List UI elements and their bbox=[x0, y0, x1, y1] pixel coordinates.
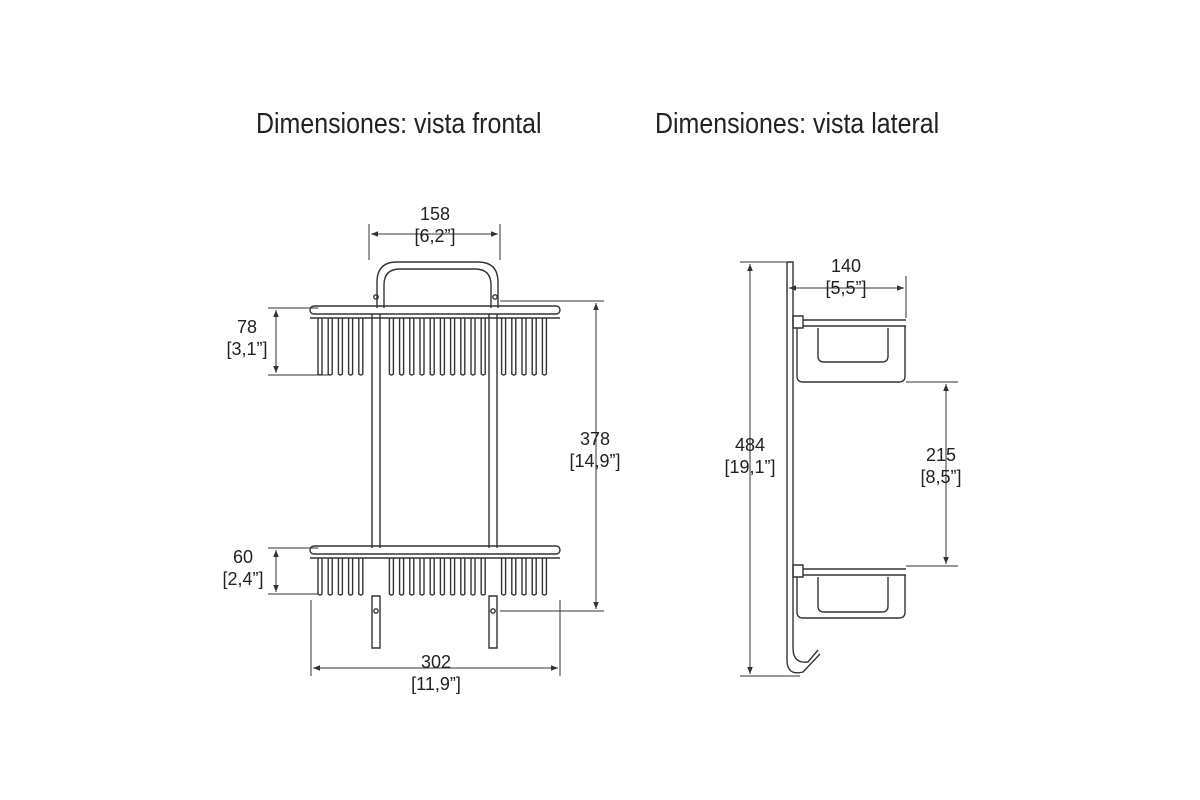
bottom-basket-wire bbox=[359, 558, 363, 595]
dim-shelf-spacing: 378[14,9”] bbox=[569, 429, 621, 471]
top-basket-wire bbox=[338, 318, 342, 375]
bottom-basket-wire bbox=[318, 558, 322, 595]
side-bottom-basket-outer bbox=[797, 575, 905, 618]
top-basket-wire bbox=[349, 318, 353, 375]
front-view-title: Dimensiones: vista frontal bbox=[256, 108, 542, 140]
front-handle-screw-right bbox=[492, 294, 498, 300]
side-view-title: Dimensiones: vista lateral bbox=[655, 108, 940, 140]
bottom-basket-wire bbox=[542, 558, 546, 595]
leg-left bbox=[372, 596, 380, 648]
side-top-bracket bbox=[793, 316, 803, 328]
front-handle-outer bbox=[377, 262, 498, 308]
side-back-panel-inner bbox=[787, 262, 820, 673]
dim-overall-width: 302[11,9”] bbox=[411, 652, 461, 694]
bottom-basket-wire bbox=[410, 558, 414, 595]
bottom-basket-wire bbox=[440, 558, 444, 595]
bottom-basket-wire bbox=[532, 558, 536, 595]
side-bottom-basket-inner bbox=[818, 577, 888, 612]
bottom-basket-wires bbox=[318, 558, 546, 595]
bottom-basket-wire bbox=[430, 558, 434, 595]
side-back-panel-outer bbox=[787, 262, 818, 662]
front-dimension-lines bbox=[268, 224, 604, 676]
top-basket-wire bbox=[532, 318, 536, 375]
top-basket-wire bbox=[328, 318, 332, 375]
bottom-basket-wire bbox=[400, 558, 404, 595]
top-basket-wire bbox=[461, 318, 465, 375]
dim-bottom-basket-height: 60[2,4”] bbox=[222, 547, 264, 589]
side-view-drawing bbox=[787, 262, 906, 673]
bottom-basket-wire bbox=[522, 558, 526, 595]
top-basket-wire bbox=[440, 318, 444, 375]
leg-left-screw bbox=[373, 608, 379, 614]
dim-top-basket-height: 78[3,1”] bbox=[226, 317, 268, 359]
top-basket-wire bbox=[512, 318, 516, 375]
top-basket-wire bbox=[359, 318, 363, 375]
top-basket-wire bbox=[389, 318, 393, 375]
bottom-basket-wire bbox=[451, 558, 455, 595]
dim-handle-width: 158[6,2”] bbox=[414, 204, 456, 246]
dim-side-depth: 140[5,5”] bbox=[825, 256, 867, 298]
top-basket-wire bbox=[400, 318, 404, 375]
top-basket-wire bbox=[430, 318, 434, 375]
side-dimension-lines bbox=[740, 262, 958, 676]
bottom-basket-rim bbox=[310, 546, 560, 554]
leg-right bbox=[489, 596, 497, 648]
bottom-basket-wire bbox=[389, 558, 393, 595]
top-basket-wire bbox=[410, 318, 414, 375]
top-basket-wire bbox=[420, 318, 424, 375]
front-handle-inner bbox=[384, 269, 491, 308]
top-basket-wire bbox=[481, 318, 485, 375]
top-basket-wire bbox=[502, 318, 506, 375]
front-handle-screw-left bbox=[373, 294, 379, 300]
top-basket-wire bbox=[522, 318, 526, 375]
dim-side-height: 484[19,1”] bbox=[724, 435, 776, 477]
bottom-basket-wire bbox=[328, 558, 332, 595]
bottom-basket-wire bbox=[512, 558, 516, 595]
dim-basket-gap: 215[8,5”] bbox=[920, 445, 962, 487]
bottom-basket-wire bbox=[349, 558, 353, 595]
bottom-basket-wire bbox=[471, 558, 475, 595]
bottom-basket-wire bbox=[461, 558, 465, 595]
top-basket-wire bbox=[542, 318, 546, 375]
side-top-basket-outer bbox=[797, 326, 905, 382]
bottom-basket-wire bbox=[338, 558, 342, 595]
side-top-basket-inner bbox=[818, 328, 888, 362]
bottom-basket-wire bbox=[502, 558, 506, 595]
top-basket-rim bbox=[310, 306, 560, 314]
top-basket-wire bbox=[318, 318, 322, 375]
front-view-drawing bbox=[310, 262, 560, 648]
bottom-basket-wire bbox=[420, 558, 424, 595]
top-basket-wires bbox=[318, 318, 546, 375]
side-bottom-bracket bbox=[793, 565, 803, 577]
top-basket-wire bbox=[451, 318, 455, 375]
bottom-basket-wire bbox=[481, 558, 485, 595]
leg-right-screw bbox=[490, 608, 496, 614]
top-basket-wire bbox=[471, 318, 475, 375]
